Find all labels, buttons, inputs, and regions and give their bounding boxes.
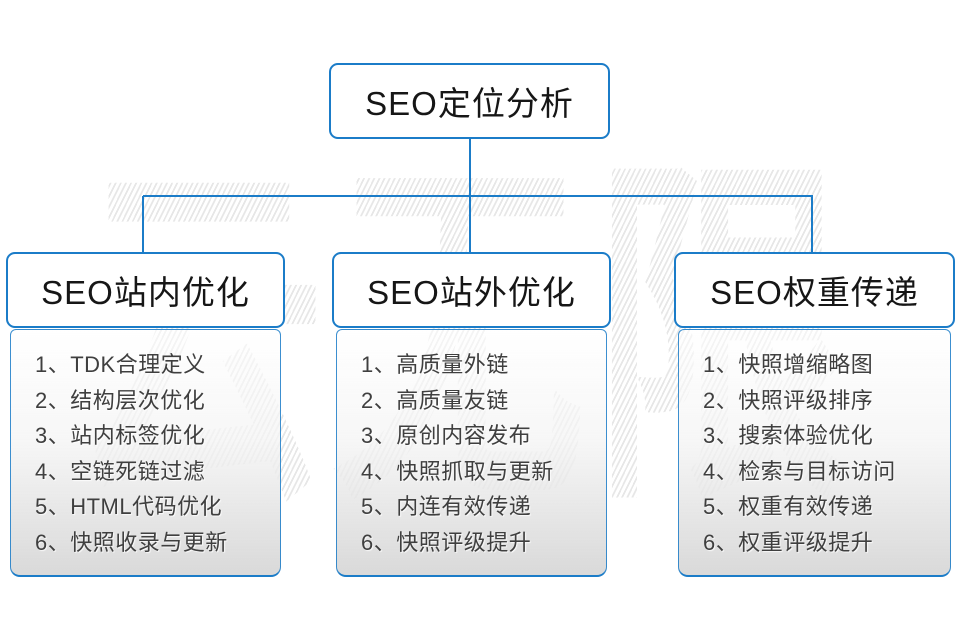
list-item: 5、HTML代码优化 xyxy=(35,494,223,519)
list-item: 1、高质量外链 xyxy=(361,352,509,377)
connector-right-vertical xyxy=(811,196,813,252)
branch-title: SEO权重传递 xyxy=(710,274,919,311)
branch-title: SEO站内优化 xyxy=(41,274,250,311)
connector-middle-vertical xyxy=(469,196,471,252)
list-item: 1、快照增缩略图 xyxy=(703,352,874,377)
list-item: 3、原创内容发布 xyxy=(361,423,532,448)
list-item: 2、高质量友链 xyxy=(361,387,509,413)
list-item: 1、TDK合理定义 xyxy=(35,352,206,377)
branch-item-panel: 1、快照增缩略图 2、快照评级排序 3、搜索体验优化 4、检索与目标访问 5、权… xyxy=(678,329,951,577)
connector-root-vertical xyxy=(469,138,471,196)
list-item: 4、快照抓取与更新 xyxy=(361,458,554,484)
branch-item-panel: 1、高质量外链 2、高质量友链 3、原创内容发布 4、快照抓取与更新 5、内连有… xyxy=(336,329,607,577)
list-item: 6、快照评级提升 xyxy=(361,529,532,555)
branch-onsite-optimization: SEO站内优化 1、TDK合理定义 2、结构层次优化 3、站内标签优化 4、空链… xyxy=(6,252,285,577)
root-node-title: SEO定位分析 xyxy=(365,85,574,122)
list-item: 3、站内标签优化 xyxy=(35,423,206,448)
branch-header: SEO站内优化 xyxy=(6,252,285,328)
connector-horizontal xyxy=(143,195,813,197)
list-item: 4、空链死链过滤 xyxy=(35,458,206,484)
branch-header: SEO站外优化 xyxy=(332,252,611,328)
list-item: 4、检索与目标访问 xyxy=(703,458,896,484)
list-item: 6、权重评级提升 xyxy=(703,529,874,555)
branch-title: SEO站外优化 xyxy=(367,274,576,311)
connector-left-vertical xyxy=(142,196,144,252)
branch-weight-transfer: SEO权重传递 1、快照增缩略图 2、快照评级排序 3、搜索体验优化 4、检索与… xyxy=(674,252,955,577)
list-item: 5、权重有效传递 xyxy=(703,494,874,519)
branch-header: SEO权重传递 xyxy=(674,252,955,328)
list-item: 5、内连有效传递 xyxy=(361,494,532,519)
branch-item-panel: 1、TDK合理定义 2、结构层次优化 3、站内标签优化 4、空链死链过滤 5、H… xyxy=(10,329,281,577)
branch-offsite-optimization: SEO站外优化 1、高质量外链 2、高质量友链 3、原创内容发布 4、快照抓取与… xyxy=(332,252,611,577)
list-item: 2、快照评级排序 xyxy=(703,387,874,413)
list-item: 2、结构层次优化 xyxy=(35,387,206,413)
list-item: 6、快照收录与更新 xyxy=(35,529,228,555)
list-item: 3、搜索体验优化 xyxy=(703,423,874,448)
root-node: SEO定位分析 xyxy=(329,63,610,139)
